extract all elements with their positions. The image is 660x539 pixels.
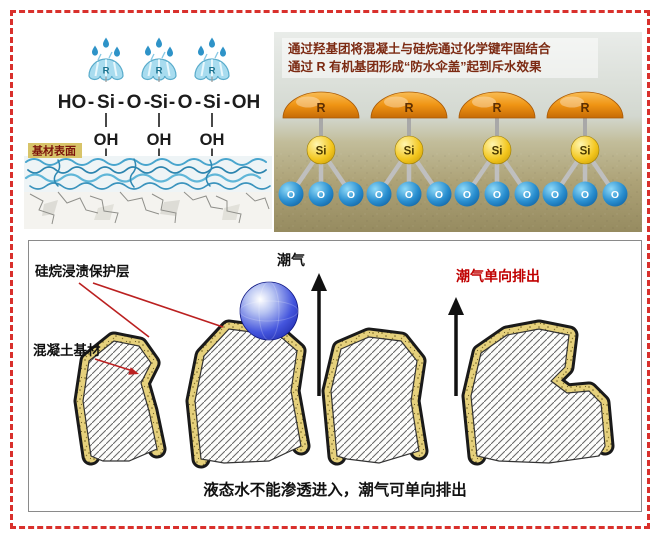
formula-part: HO [58, 92, 87, 113]
moisture-up-arrow [448, 297, 464, 396]
molecular-structure-panel: 通过羟基团将混凝土与硅烷通过化学键牢固结合 通过 R 有机基团形成“防水伞盖”起… [274, 32, 642, 232]
o-label: O [493, 189, 501, 201]
r-dome-icon: R [370, 91, 448, 119]
substrate-texture [24, 156, 272, 229]
si-label: Si [492, 146, 503, 158]
si-label: Si [404, 146, 415, 158]
umbrella-icon: R [88, 37, 124, 82]
o-label: O [347, 189, 355, 201]
umbrella-r-label: R [209, 66, 216, 77]
umbrella-icon: R [141, 37, 177, 82]
formula-part: - [88, 92, 94, 113]
substrate-surface-tag: 基材表面 [28, 143, 82, 158]
o-sphere-row: O O O O O O O O O O O O [278, 181, 628, 207]
silanol-formula-panel: R R R HO [24, 32, 272, 232]
r-group-label: R [492, 101, 501, 115]
moisture-label: 潮气 [277, 252, 305, 268]
o-label: O [611, 189, 619, 201]
moisture-up-arrow [311, 273, 327, 396]
formula-part: O [178, 92, 193, 113]
o-label: O [581, 189, 589, 201]
formula-part: Si [203, 92, 221, 113]
concrete-pointer-arrow [94, 358, 139, 375]
oh-group: OH [94, 131, 119, 149]
si-label: Si [316, 146, 327, 158]
molecular-structure: 通过羟基团将混凝土与硅烷通过化学键牢固结合 通过 R 有机基团形成“防水伞盖”起… [274, 32, 642, 232]
formula-part: Si [97, 92, 115, 113]
caption-line-2: 通过 R 有机基团形成“防水伞盖”起到斥水效果 [288, 59, 542, 74]
water-droplet-ball [239, 281, 299, 341]
oh-group: OH [200, 131, 225, 149]
formula-part: O [127, 92, 142, 113]
umbrella-r-label: R [103, 66, 110, 77]
o-label: O [287, 189, 295, 201]
formula-part: - [195, 92, 201, 113]
si-sphere-icon: Si [570, 135, 600, 165]
formula-diagram: R R R HO [24, 37, 272, 229]
formula-part: - [224, 92, 230, 113]
si-label: Si [580, 146, 591, 158]
cross-section-schematic-panel: 硅烷浸渍保护层 潮气 潮气单向排出 混凝土基材 液态水不能渗透进入，潮气可单向排… [28, 240, 642, 512]
oh-group: OH [147, 131, 172, 149]
moisture-out-label: 潮气单向排出 [456, 268, 540, 284]
umbrella-icon: R [194, 37, 230, 82]
r-group-label: R [580, 101, 589, 115]
protective-layer-pointer-lines [78, 282, 224, 338]
o-label: O [405, 189, 413, 201]
formula-part: - [169, 92, 175, 113]
formula-part: Si [150, 92, 168, 113]
si-sphere-icon: Si [394, 135, 424, 165]
substrate-surface-label: 基材表面 [31, 144, 76, 158]
formula-part: - [144, 92, 150, 113]
caption-block: 通过羟基团将混凝土与硅烷通过化学键牢固结合 通过 R 有机基团形成“防水伞盖”起… [282, 38, 598, 78]
r-group-label: R [316, 101, 325, 115]
si-sphere-icon: Si [482, 135, 512, 165]
formula-part: - [118, 92, 124, 113]
r-dome-icon: R [546, 91, 624, 119]
o-label: O [523, 189, 531, 201]
r-group-label: R [404, 101, 413, 115]
si-sphere-icon: Si [306, 135, 336, 165]
bottom-caption: 液态水不能渗透进入，潮气可单向排出 [203, 480, 467, 499]
r-dome-icon: R [458, 91, 536, 119]
o-label: O [435, 189, 443, 201]
cross-section-schematic: 硅烷浸渍保护层 潮气 潮气单向排出 混凝土基材 液态水不能渗透进入，潮气可单向排… [33, 252, 615, 499]
o-label: O [317, 189, 325, 201]
umbrella-r-label: R [156, 66, 163, 77]
concrete-substrate-label: 混凝土基材 [33, 342, 101, 358]
r-dome-icon: R [282, 91, 360, 119]
protective-layer-label: 硅烷浸渍保护层 [35, 263, 130, 279]
o-label: O [375, 189, 383, 201]
o-label: O [551, 189, 559, 201]
formula-part: OH [232, 92, 261, 113]
silanol-formula: HO - Si - O - Si - O - Si - OH OH OH OH [58, 92, 261, 156]
concrete-substrate [82, 328, 606, 464]
caption-line-1: 通过羟基团将混凝土与硅烷通过化学键牢固结合 [288, 41, 551, 56]
o-label: O [463, 189, 471, 201]
